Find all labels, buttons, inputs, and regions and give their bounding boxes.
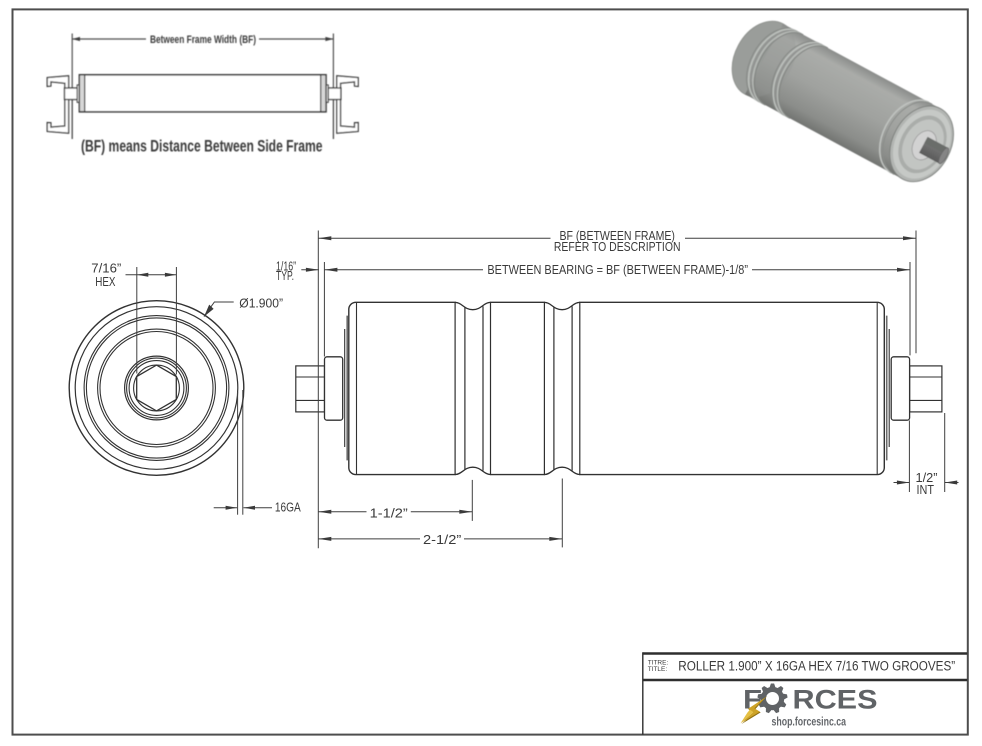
svg-text:1/2”: 1/2”	[916, 470, 938, 485]
svg-text:BF (BETWEEN FRAME): BF (BETWEEN FRAME)	[560, 228, 675, 243]
svg-text:RCES: RCES	[793, 685, 878, 715]
svg-text:F: F	[743, 685, 762, 715]
svg-text:BETWEEN BEARING = BF (BETWEEN: BETWEEN BEARING = BF (BETWEEN FRAME)-1/8…	[487, 262, 748, 277]
svg-text:REFER TO DESCRIPTION: REFER TO DESCRIPTION	[554, 239, 681, 254]
svg-text:7/16”: 7/16”	[91, 260, 121, 275]
svg-text:HEX: HEX	[95, 274, 116, 289]
svg-text:(BF) means Distance Between Si: (BF) means Distance Between Side Frame	[81, 138, 323, 156]
svg-text:shop.forcesinc.ca: shop.forcesinc.ca	[772, 717, 847, 729]
svg-text:ROLLER 1.900” X 16GA HEX 7/16: ROLLER 1.900” X 16GA HEX 7/16 TWO GROOVE…	[678, 658, 955, 673]
svg-text:Ø1.900”: Ø1.900”	[239, 296, 283, 311]
svg-text:INT: INT	[917, 482, 935, 497]
svg-text:1-1/2”: 1-1/2”	[370, 506, 408, 521]
svg-text:Between Frame Width (BF): Between Frame Width (BF)	[150, 34, 256, 46]
svg-text:TYP.: TYP.	[276, 268, 294, 283]
svg-text:16GA: 16GA	[275, 500, 301, 515]
svg-text:2-1/2”: 2-1/2”	[423, 532, 461, 547]
svg-text:TITLE:: TITLE:	[648, 666, 668, 673]
svg-text:TITRE:: TITRE:	[648, 660, 669, 667]
svg-text:1/16”: 1/16”	[276, 258, 296, 273]
